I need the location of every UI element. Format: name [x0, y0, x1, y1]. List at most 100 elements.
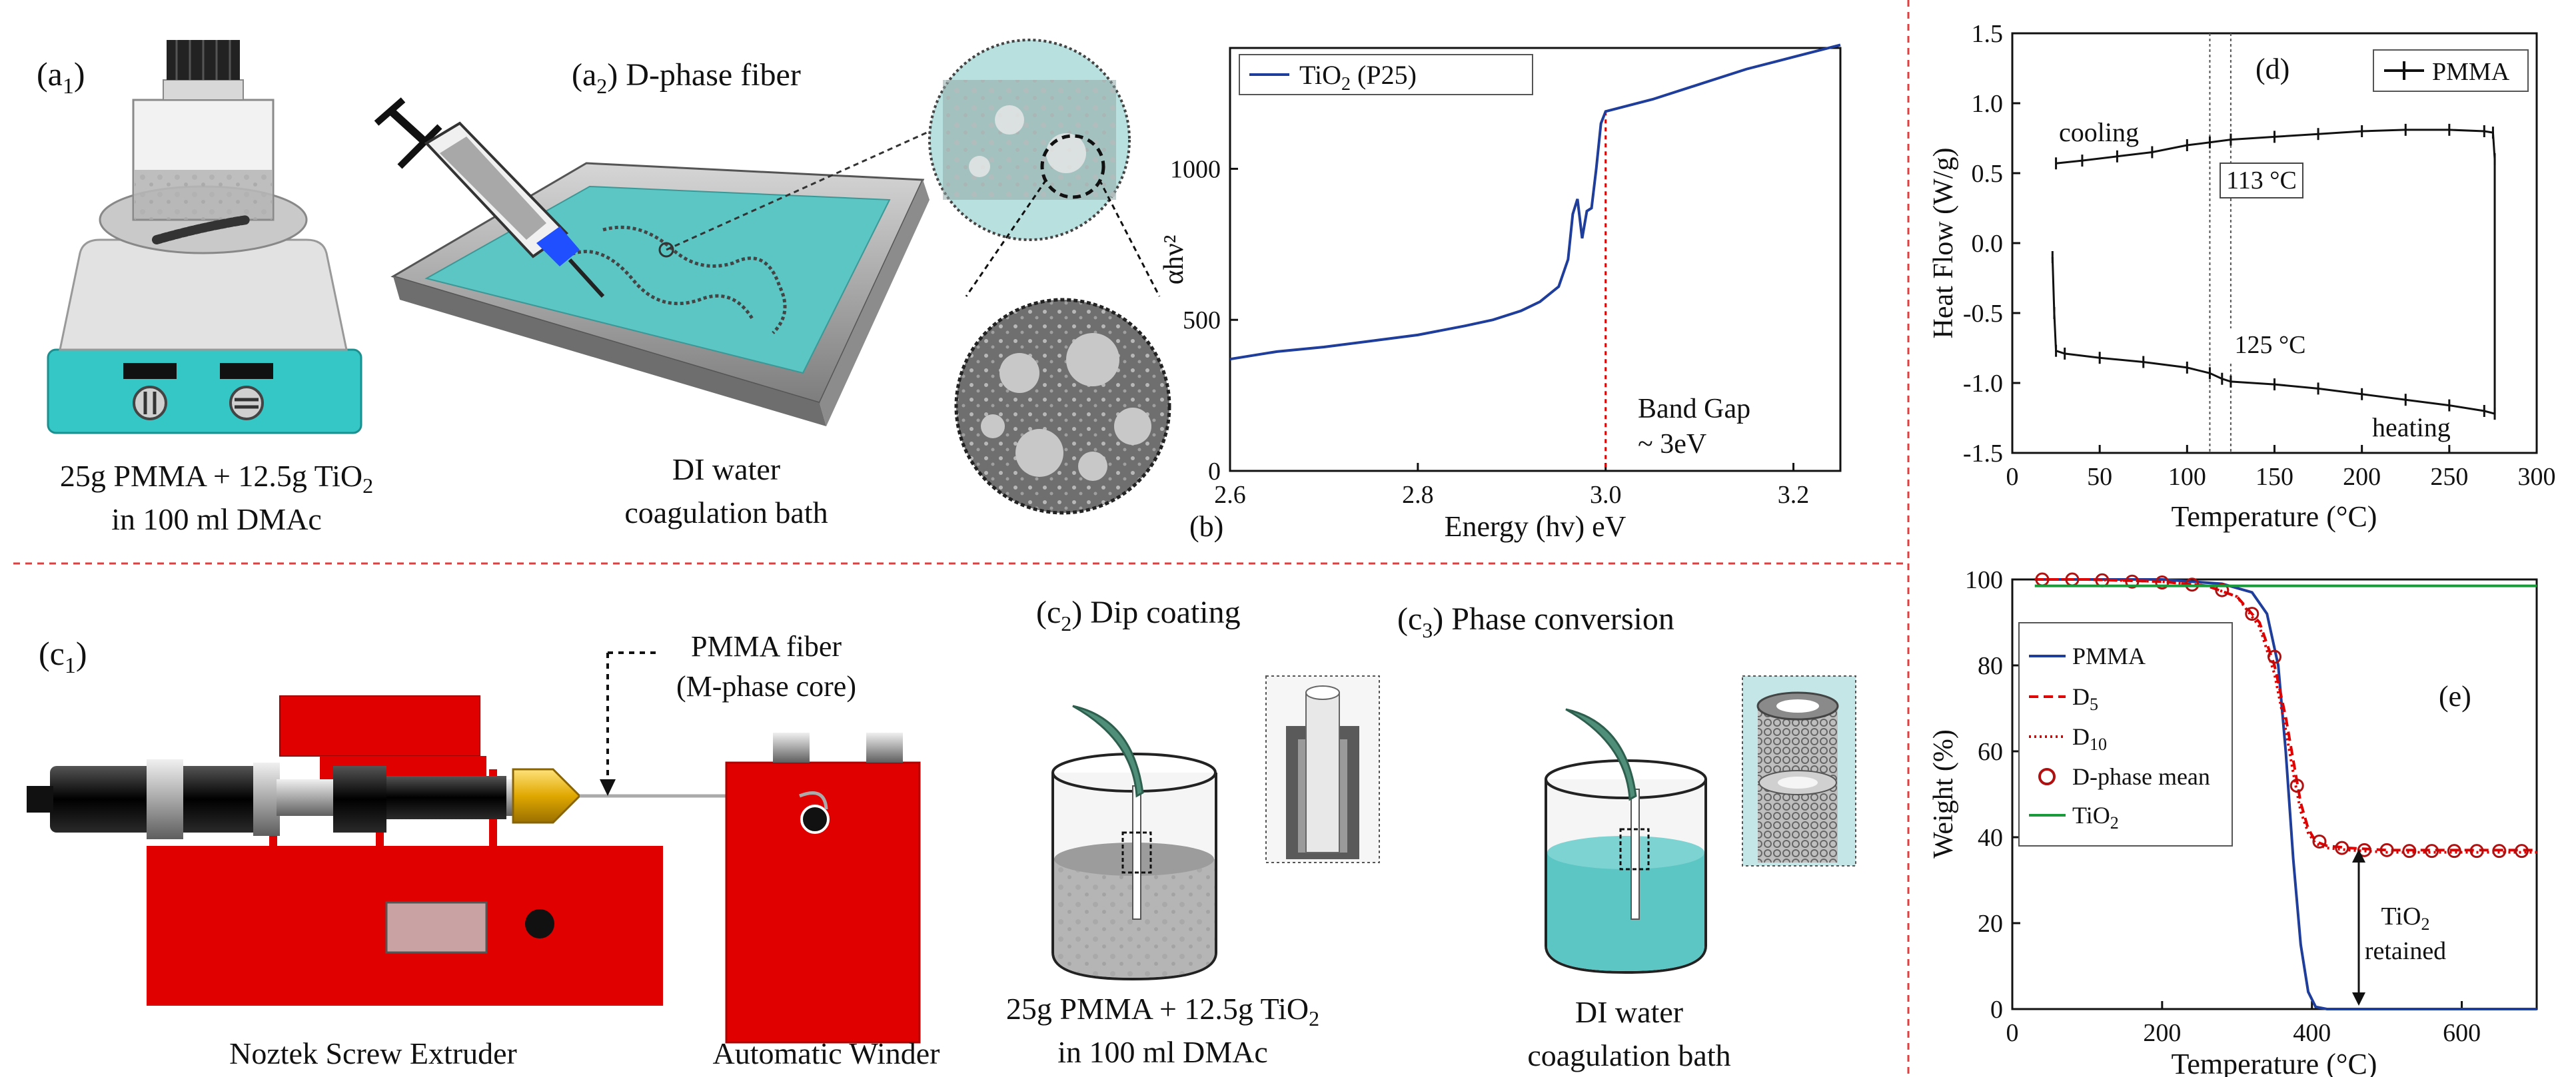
chart-e-ylabel: Weight (%): [1928, 729, 1959, 859]
panel-c1: (c1) PM: [27, 630, 940, 1070]
series-d-phase-mean-point: [2402, 844, 2417, 859]
series-d-phase-mean-point: [2447, 844, 2461, 859]
c1-winder-caption: Automatic Winder: [713, 1036, 940, 1070]
series-d-phase-mean-point: [2425, 844, 2439, 859]
legend-swatch-mean: [2038, 768, 2056, 785]
chart-d-cooling-label: cooling: [2059, 117, 2139, 147]
panel-c3: (c3) Phase conversion DI water coagulati…: [1397, 601, 1856, 1072]
series-d-phase-mean-point: [2469, 844, 2484, 859]
series-d-phase-mean-point: [2379, 843, 2394, 857]
x-tick-label: 200: [2143, 1019, 2181, 1047]
y-tick-label: 1.0: [1972, 90, 2004, 118]
dip-coating-beaker: [1051, 705, 1217, 981]
c3-caption-line2: coagulation bath: [1527, 1038, 1730, 1072]
chart-d-t1-label: 113 °C: [2220, 163, 2303, 198]
chart-d-marks: [2051, 33, 2496, 453]
y-tick-label: 1.5: [1972, 20, 2004, 48]
legend-label-mean: D-phase mean: [2072, 763, 2210, 790]
chart-d-heating-label: heating: [2372, 412, 2451, 442]
series-line-pmma: [2051, 129, 2496, 416]
hotplate-illustration: [47, 40, 362, 434]
series-d-phase-mean-point: [2312, 834, 2327, 849]
panel-a2-label: (a2) D-phase fiber: [572, 57, 801, 98]
y-tick-label: 500: [1183, 306, 1221, 334]
legend-label-tio2: TiO2: [2072, 802, 2119, 833]
panel-c1-label: (c1): [39, 635, 87, 678]
a2-caption-line2: coagulation bath: [624, 496, 828, 530]
y-tick-label: 80: [1978, 652, 2003, 680]
x-tick-label: 0: [2006, 463, 2019, 491]
y-tick-label: 0.5: [1972, 160, 2004, 188]
x-tick-label: 100: [2168, 463, 2206, 491]
phase-conversion-zoom: [1742, 675, 1856, 867]
chart-b-panel-label: (b): [1189, 510, 1223, 543]
chart-e-frame: [2011, 578, 2538, 1010]
legend-label-d10: D10: [2072, 723, 2107, 754]
chart-e-annotation-line1: TiO2: [2381, 902, 2430, 934]
x-tick-label: 250: [2430, 463, 2468, 491]
series-d-phase-mean-point: [2289, 779, 2304, 793]
y-tick-label: 0: [1990, 996, 2003, 1024]
a1-caption-line2: in 100 ml DMAc: [111, 502, 322, 536]
x-tick-label: 50: [2087, 463, 2112, 491]
x-tick-label: 400: [2293, 1019, 2331, 1047]
series-line-tio2: [1229, 43, 1841, 361]
chart-d-t1-text: 113 °C: [2226, 167, 2297, 194]
y-tick-label: 0.0: [1972, 230, 2004, 258]
chart-b-ylabel: αhν²: [1159, 235, 1189, 285]
chart-b-annotation-line1: Band Gap: [1638, 394, 1750, 424]
x-tick-label: 200: [2343, 463, 2381, 491]
x-tick-label: 3.0: [1590, 481, 1622, 509]
x-tick-label: 600: [2443, 1019, 2481, 1047]
syringe: [374, 97, 605, 298]
chart-b-marks: [1229, 43, 1841, 471]
chart-e-retained-arrow: [2352, 849, 2365, 1006]
x-tick-label: 2.8: [1402, 481, 1434, 509]
chart-d-ylabel: Heat Flow (W/g): [1928, 148, 1959, 339]
chart-b-annotation-line2: ~ 3eV: [1638, 429, 1706, 460]
series-d-phase-mean-point: [2125, 574, 2140, 589]
chart-e-marks: [2034, 572, 2537, 1010]
y-tick-label: -1.5: [1963, 440, 2003, 468]
series-d-phase-mean-point: [2335, 841, 2349, 855]
panel-a1: (a1) 25g PMMA + 12.5g TiO2 i: [37, 40, 373, 536]
x-tick-label: 300: [2518, 463, 2556, 491]
chart-b-legend-label: TiO2 (P25): [1299, 60, 1417, 95]
coagulation-tray: [390, 162, 930, 426]
chart-e-annotation-line2: retained: [2365, 937, 2446, 965]
legend-label-pmma: PMMA: [2072, 643, 2146, 669]
y-tick-label: 40: [1978, 824, 2003, 852]
chart-b-frame: [1229, 47, 1842, 472]
chart-e-xlabel: Temperature (°C): [2172, 1048, 2377, 1077]
chart-d-legend: PMMA: [2373, 49, 2529, 92]
chart-b-xlabel: Energy (hv) eV: [1445, 510, 1626, 543]
a1-caption-line1: 25g PMMA + 12.5g TiO2: [60, 459, 373, 498]
x-tick-label: 0: [2006, 1019, 2019, 1047]
series-d-phase-mean-point: [2215, 583, 2230, 597]
chart-d-legend-label: PMMA: [2432, 58, 2510, 86]
x-tick-label: 3.2: [1778, 481, 1810, 509]
series-d-phase-mean-point: [2155, 575, 2170, 590]
automatic-winder: [725, 733, 921, 1044]
c1-fiber-label-line1: PMMA fiber: [691, 630, 842, 663]
dip-coating-zoom: [1265, 675, 1380, 863]
chart-d-panel-label: (d): [2255, 53, 2289, 85]
screw-extruder: [27, 695, 800, 1006]
c1-fiber-label-line2: (M-phase core): [676, 670, 856, 703]
chart-d-xlabel: Temperature (°C): [2172, 500, 2377, 533]
chart-d-t2-label: 125 °C: [2229, 328, 2311, 363]
y-tick-label: -1.0: [1963, 370, 2003, 398]
chart-b-legend: TiO2 (P25): [1239, 54, 1533, 95]
series-d-phase-mean-point: [2267, 649, 2281, 664]
panel-c3-label: (c3) Phase conversion: [1397, 601, 1674, 642]
chart-e-panel-label: (e): [2439, 680, 2471, 713]
y-tick-label: 100: [1965, 566, 2003, 594]
legend-label-d5: D5: [2072, 683, 2098, 714]
